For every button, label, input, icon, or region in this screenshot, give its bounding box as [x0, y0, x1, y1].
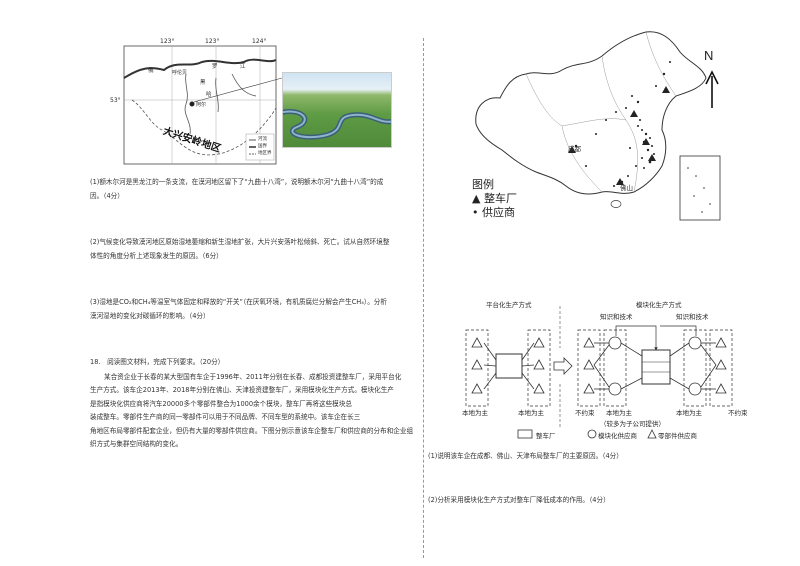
legend-car-plant-label: 整车厂 [536, 432, 556, 440]
china-map-legend: 图例 ▲ 整车厂 • 供应商 [472, 178, 517, 220]
unconstrained-label-2: 不约束 [728, 409, 748, 417]
legend-parts-supplier-label: 零部件供应商 [658, 432, 697, 440]
question-3-line2: 漠河湿地的变化对碳循环的影响。（4分） [90, 311, 210, 320]
q18-line: 织方式与集群空间结构的变化。 [90, 440, 183, 448]
lon-label-1: 123° [160, 38, 175, 45]
heilongjiang-map [123, 45, 282, 165]
question-1: (1)额木尔河是黑龙江的一条支流，在漠河地区留下了“九曲十八湾”，说明额木尔河“… [90, 176, 420, 203]
legend-river: 河流 [258, 137, 267, 142]
map-label-town: 呼伦贝 [172, 70, 188, 76]
local-label-3: 本地为主 [606, 409, 632, 417]
question-2-line1: (2)气候变化导致漠河地区原始湿地萎缩和新生湿地扩张，大片兴安落叶松倾斜、死亡。… [90, 238, 390, 246]
question-2-line2: 体性的角度分析上述现象发生的原因。（6分） [90, 251, 223, 260]
column-divider [423, 38, 424, 558]
local-label-2: 本地为主 [518, 409, 544, 417]
q18-line: 角地区布局零部件配套企业，但仍有大量的零部件供应商。下图分别示意该车企整车厂和供… [90, 426, 414, 435]
city-chengdu: 成都 [568, 145, 581, 153]
map-label-river2: 江 [240, 64, 246, 70]
question-1-line2: 因。（4分） [90, 191, 124, 200]
local-label-1: 本地为主 [462, 409, 488, 417]
q18-line: 某合资企业于长春的某大型国有车企于1996年、2011年分别在长春、成都投资建整… [104, 372, 402, 381]
question-2: (2)气候变化导致漠河地区原始湿地萎缩和新生湿地扩张，大片兴安落叶松倾斜、死亡。… [90, 236, 420, 263]
question-18-heading: 18. 阅读图文材料，完成下列要求。（20分） [90, 358, 225, 366]
question-1-line1: (1)额木尔河是黑龙江的一条支流，在漠河地区留下了“九曲十八湾”，说明额木尔河“… [90, 178, 384, 186]
legend-title: 图例 [472, 178, 494, 191]
q18-line: 是指模块化供应商将汽车20000多个零部件整合为1000余个模块，整车厂再将这些… [90, 399, 352, 408]
unconstrained-label-1: 不约束 [575, 409, 595, 417]
map-label-river: 黑 [200, 80, 206, 86]
question-3-line1: (3)湿地是CO₂和CH₄等温室气体固定和释放的“开关”（在厌氧环境，有机质腐烂… [90, 298, 387, 306]
production-diagram [465, 306, 733, 439]
q18-line: 生产方式。该车企2013年、2018年分别在佛山、天津投资建整车厂，采用模块化生… [90, 386, 394, 394]
local-label-4: 本地为主 [676, 409, 702, 417]
north-label: N [704, 48, 714, 63]
lon-label-2: 123° [205, 38, 220, 45]
right-question-1: (1)说明该车企在成都、佛山、天津布局整车厂的主要原因。（4分） [428, 452, 623, 460]
company-note: （较多为子公司提供） [600, 420, 665, 428]
china-map [475, 31, 721, 221]
q18-line: 装成整车。零部件生产商的同一零部件可以用于不同品牌、不同车型的系统中。该车企在长… [90, 413, 361, 421]
knowledge-label-2: 知识和技术 [676, 313, 709, 321]
city-foshan: 佛山 [620, 184, 633, 192]
question-18: 18. 阅读图文材料，完成下列要求。（20分） 某合资企业于长春的某大型国有车企… [90, 356, 420, 452]
legend-border: 国界 [258, 144, 267, 149]
lat-label: 53° [110, 97, 121, 104]
legend-car-plant: ▲ 整车厂 [472, 192, 517, 205]
legend-supplier: • 供应商 [472, 206, 515, 219]
legend-module-supplier-label: 模块化供应商 [598, 432, 637, 440]
map-label-ha: 哈 [206, 92, 212, 98]
map-label-city: 阿尔 [196, 102, 207, 108]
meandering-river-photo [282, 72, 392, 148]
question-3: (3)湿地是CO₂和CH₄等温室气体固定和释放的“开关”（在厌氧环境，有机质腐烂… [90, 296, 420, 323]
right-question-2: (2)分析采用模块化生产方式对整车厂降低成本的作用。（4分） [428, 496, 610, 504]
module-title: 模块化生产方式 [636, 301, 682, 309]
legend-region: 地区界 [258, 151, 272, 156]
platform-title: 平台化生产方式 [486, 301, 532, 309]
map-label-country-right: 罗 [212, 64, 218, 70]
lon-label-3: 124° [252, 38, 267, 45]
map-label-country-left: 俄 [148, 68, 154, 74]
knowledge-label-1: 知识和技术 [600, 313, 633, 321]
